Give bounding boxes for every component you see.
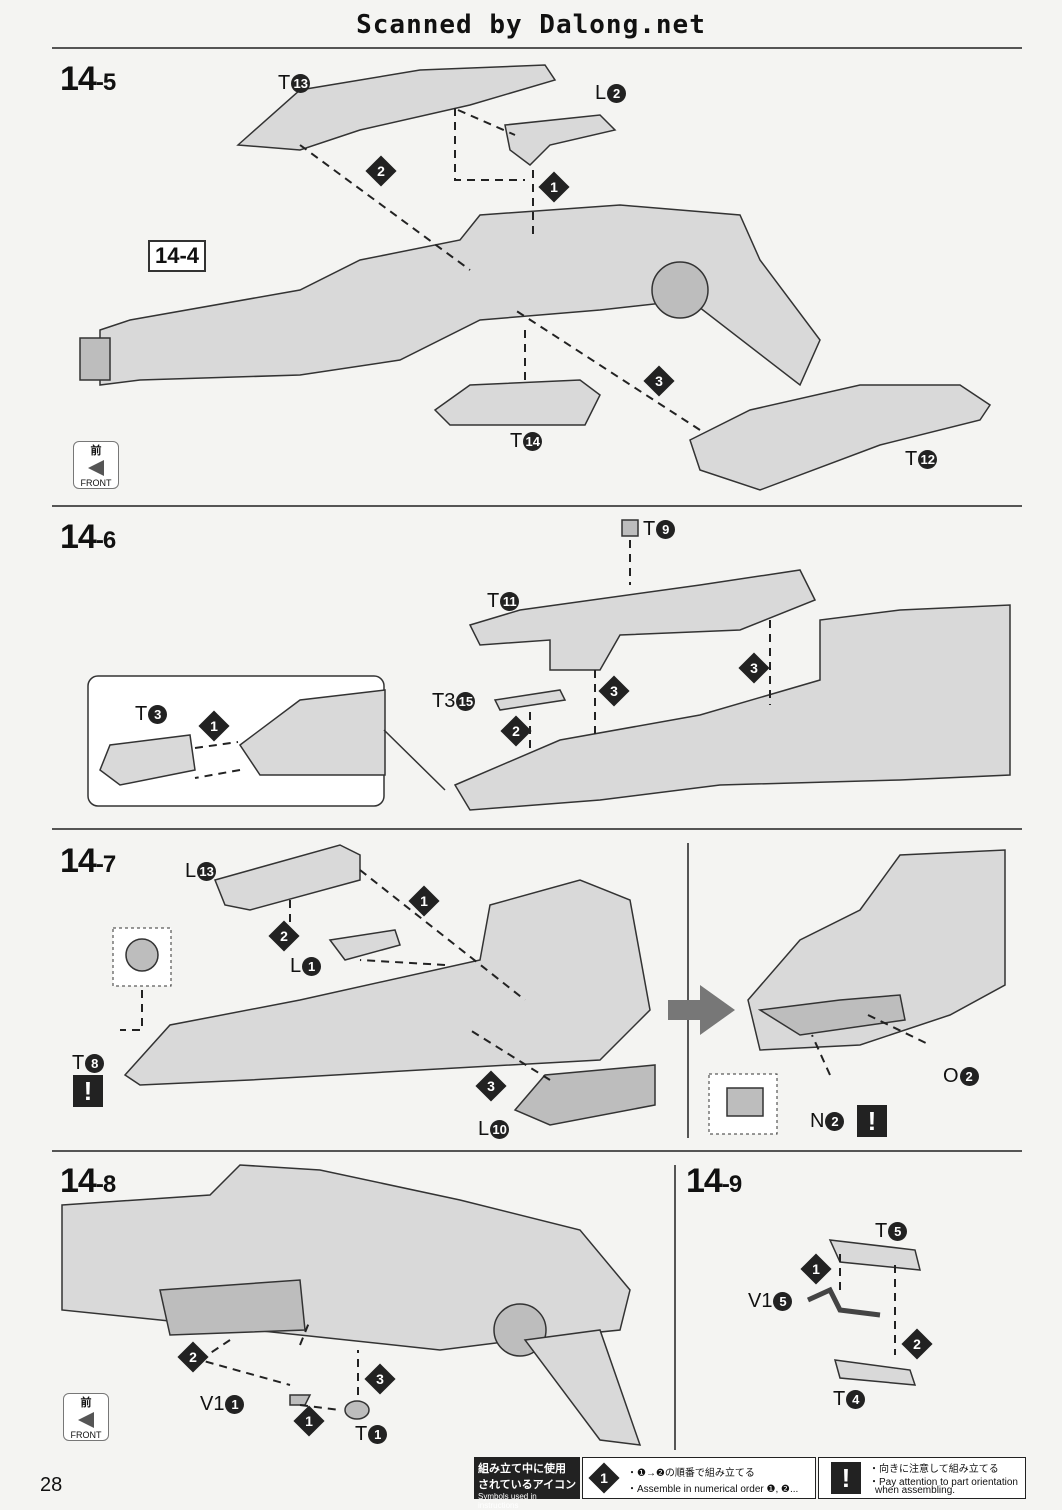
order-marker-1: 1 <box>293 1405 325 1437</box>
order-marker-3b: 3 <box>738 652 770 684</box>
order-marker-3: 3 <box>364 1363 396 1395</box>
divider-v-9 <box>674 1165 676 1450</box>
order-marker-legend: 1 <box>588 1462 620 1494</box>
order-marker-2: 2 <box>268 920 300 952</box>
legend-title: 組み立て中に使用 されているアイコン Symbols used in instr… <box>474 1457 580 1510</box>
legend-numbered: 1 ・❶→❷の順番で組み立てる ・Assemble in numerical o… <box>582 1457 816 1499</box>
orientation-warning-icon-2: ! <box>857 1105 887 1137</box>
order-marker-1: 1 <box>800 1253 832 1285</box>
order-marker-2: 2 <box>365 155 397 187</box>
divider-3 <box>52 1150 1022 1152</box>
orientation-warning-icon-legend: ! <box>831 1462 861 1494</box>
order-marker-1: 1 <box>408 885 440 917</box>
order-marker-2: 2 <box>500 715 532 747</box>
step-14-9-art <box>806 1239 921 1386</box>
divider-1 <box>52 505 1022 507</box>
page-number: 28 <box>40 1474 63 1496</box>
order-marker-1: 1 <box>538 171 570 203</box>
step-14-5-art <box>79 64 992 491</box>
step-14-8-art <box>61 1164 642 1446</box>
step-label-14-9: 14-9 <box>686 1162 742 1200</box>
orientation-warning-icon: ! <box>73 1075 103 1107</box>
divider-v-7 <box>687 843 689 1138</box>
divider-top <box>52 47 1022 49</box>
divider-2 <box>52 828 1022 830</box>
order-marker-1: 1 <box>198 710 230 742</box>
order-marker-3: 3 <box>643 365 675 397</box>
step-label-14-7: 14-7 <box>60 842 116 880</box>
front-arrow-icon <box>88 460 104 476</box>
reference-box-14-4: 14-4 <box>148 240 207 272</box>
order-marker-2: 2 <box>901 1328 933 1360</box>
order-marker-3: 3 <box>598 675 630 707</box>
legend-orientation: ! ・向きに注意して組み立てる ・Pay attention to part o… <box>818 1457 1026 1499</box>
step-label-14-8: 14-8 <box>60 1162 116 1200</box>
order-marker-3: 3 <box>475 1070 507 1102</box>
front-arrow-icon <box>78 1412 94 1428</box>
step-14-7-art <box>112 844 1006 1135</box>
step-label-14-6: 14-6 <box>60 518 116 556</box>
step-14-6-art <box>87 519 1011 811</box>
scan-watermark: Scanned by Dalong.net <box>356 10 706 40</box>
order-marker-2: 2 <box>177 1341 209 1373</box>
step-label-14-5: 14-5 <box>60 60 116 98</box>
